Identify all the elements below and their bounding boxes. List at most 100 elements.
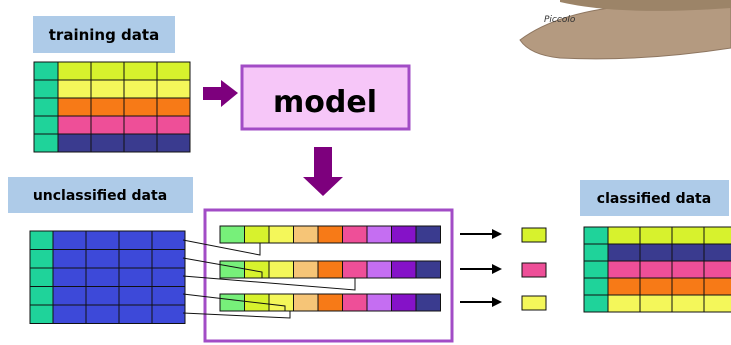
unclassified-cell	[151, 230, 186, 250]
classified-cell	[703, 294, 731, 313]
classified-id-cell	[583, 260, 609, 279]
training-label-box	[33, 16, 175, 53]
unclassified-cell	[52, 249, 87, 269]
output-arrow-head	[492, 297, 502, 307]
model-box	[240, 64, 411, 131]
prediction-box	[521, 295, 547, 311]
classified-id-cell	[583, 226, 609, 245]
vector-cell	[366, 225, 392, 244]
training-cell	[90, 79, 125, 99]
classified-cell	[703, 243, 731, 262]
unclassified-cell	[118, 286, 153, 306]
unclassified-cell	[151, 267, 186, 287]
classified-cell	[607, 277, 641, 296]
training-cell	[156, 115, 191, 135]
connector-line	[182, 311, 291, 319]
classified-cell	[639, 277, 673, 296]
vector-cell	[219, 293, 245, 312]
classified-cell	[671, 243, 705, 262]
training-cell	[57, 115, 92, 135]
training-label: training data	[49, 26, 159, 44]
training-cell	[90, 61, 125, 81]
prediction-box	[521, 262, 547, 278]
unclassified-id-cell	[29, 267, 54, 287]
training-cell	[57, 97, 92, 117]
vector-cell	[342, 293, 368, 312]
unclassified-cell	[151, 304, 186, 324]
logo-text: Piccolo	[544, 15, 576, 25]
classified-label: classified data	[597, 191, 711, 207]
output-arrow-head	[492, 264, 502, 274]
model-down-arrow	[303, 147, 343, 196]
vector-cell	[268, 225, 294, 244]
classified-cell	[607, 226, 641, 245]
unclassified-id-cell	[29, 249, 54, 269]
training-cell	[156, 79, 191, 99]
training-data-table	[33, 61, 191, 153]
training-id-cell	[33, 97, 59, 117]
vector-cell	[317, 225, 343, 244]
classified-cell	[607, 243, 641, 262]
unclassified-cell	[52, 304, 87, 324]
vector-cell	[415, 260, 441, 279]
unclassified-cell	[52, 230, 87, 250]
vector-cell	[317, 293, 343, 312]
classified-cell	[671, 294, 705, 313]
vector-cell	[244, 225, 270, 244]
classified-cell	[703, 260, 731, 279]
training-cell	[123, 115, 158, 135]
connector-line	[182, 275, 356, 291]
training-cell	[57, 61, 92, 81]
training-cell	[90, 115, 125, 135]
classified-label-box	[580, 180, 729, 216]
unclassified-cell	[85, 286, 120, 306]
vector-cell	[342, 225, 368, 244]
unclassified-id-cell	[29, 286, 54, 306]
unclassified-data-table	[29, 230, 186, 324]
classifier-frame	[203, 208, 454, 343]
classified-cell	[703, 226, 731, 245]
training-cell	[156, 97, 191, 117]
vector-cell	[366, 293, 392, 312]
vector-cell	[219, 225, 245, 244]
classified-cell	[607, 260, 641, 279]
row-connector-lines	[182, 239, 356, 319]
classified-cell	[671, 226, 705, 245]
classified-data-table	[583, 226, 731, 313]
training-id-cell	[33, 115, 59, 135]
training-cell	[156, 133, 191, 153]
unclassified-cell	[52, 286, 87, 306]
unclassified-id-cell	[29, 230, 54, 250]
unclassified-cell	[118, 267, 153, 287]
unclassified-cell	[118, 304, 153, 324]
training-cell	[90, 133, 125, 153]
classified-id-cell	[583, 294, 609, 313]
classified-cell	[703, 277, 731, 296]
training-cell	[57, 79, 92, 99]
connector-line	[182, 257, 263, 278]
training-cell	[123, 97, 158, 117]
training-id-cell	[33, 61, 59, 81]
unclassified-cell	[85, 249, 120, 269]
vector-cell	[219, 260, 245, 279]
training-cell	[123, 79, 158, 99]
vector-cell	[415, 225, 441, 244]
training-cell	[90, 97, 125, 117]
vector-cell	[293, 225, 319, 244]
unclassified-cell	[151, 249, 186, 269]
unclassified-cell	[151, 286, 186, 306]
output-arrow-head	[492, 229, 502, 239]
vector-cell	[293, 293, 319, 312]
unclassified-label: unclassified data	[33, 188, 167, 204]
vector-cell	[268, 293, 294, 312]
training-cell	[123, 61, 158, 81]
unclassified-label-box	[8, 177, 193, 213]
classified-id-cell	[583, 277, 609, 296]
training-cell	[123, 133, 158, 153]
vector-cell	[391, 260, 417, 279]
classified-cell	[671, 277, 705, 296]
training-cell	[156, 61, 191, 81]
unclassified-cell	[52, 267, 87, 287]
model-label: model	[273, 85, 377, 120]
